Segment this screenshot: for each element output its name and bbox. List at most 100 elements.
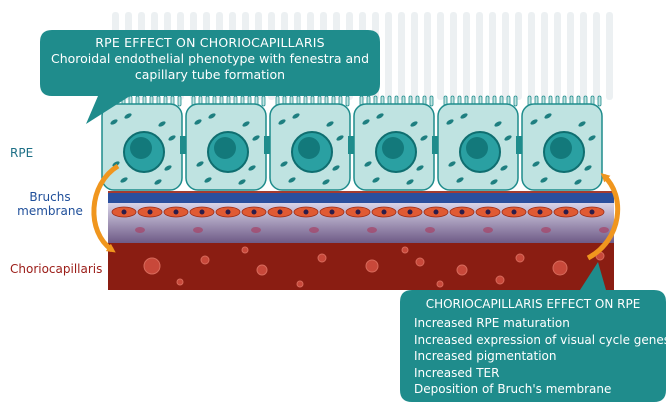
rpe-cell: [522, 96, 602, 190]
vessel-circle: [437, 281, 443, 287]
vessel-circle: [144, 258, 160, 274]
choriocapillaris-effect-callout: CHORIOCAPILLARIS EFFECT ON RPE Increased…: [400, 290, 666, 402]
microvillus: [430, 96, 433, 106]
effect-item: Deposition of Bruch's membrane: [414, 381, 666, 398]
vessel-circle: [297, 281, 303, 287]
rpe-nucleolus: [466, 137, 488, 159]
small-blood-cell: [135, 227, 145, 233]
small-blood-cell: [193, 227, 203, 233]
red-blood-cell-nucleus: [538, 210, 543, 215]
rpe-cell: [354, 96, 440, 190]
effect-item: Increased RPE maturation: [414, 315, 666, 332]
vessel-circle: [402, 247, 408, 253]
vessel-circle: [416, 258, 424, 266]
microvillus: [262, 96, 265, 106]
photoreceptor: [411, 12, 418, 100]
red-blood-cell-nucleus: [226, 210, 231, 215]
small-blood-cell: [599, 227, 609, 233]
choriocapillaris-effect-title: CHORIOCAPILLARIS EFFECT ON RPE: [414, 296, 666, 312]
red-blood-cell-nucleus: [564, 210, 569, 215]
photoreceptor: [515, 12, 522, 100]
photoreceptor: [424, 12, 431, 100]
red-blood-cell-nucleus: [148, 210, 153, 215]
vessel-circle: [177, 279, 183, 285]
red-blood-cell-nucleus: [460, 210, 465, 215]
red-blood-cell-nucleus: [590, 210, 595, 215]
red-blood-cell-nucleus: [304, 210, 309, 215]
red-blood-cell-nucleus: [122, 210, 127, 215]
photoreceptor: [437, 12, 444, 100]
small-blood-cell: [251, 227, 261, 233]
choriocapillaris-effect-list: Increased RPE maturation Increased expre…: [414, 315, 666, 398]
vessel-circle: [457, 265, 467, 275]
vessel-circle: [318, 254, 326, 262]
photoreceptor: [580, 12, 587, 100]
red-blood-cell-nucleus: [200, 210, 205, 215]
rpe-cell: [438, 96, 524, 190]
choriocapillaris-label: Choriocapillaris: [10, 262, 102, 276]
rpe-effect-line-2: capillary tube formation: [40, 67, 380, 83]
photoreceptor: [541, 12, 548, 100]
red-blood-cell-nucleus: [278, 210, 283, 215]
photoreceptor: [385, 12, 392, 100]
red-blood-cell-nucleus: [174, 210, 179, 215]
microvillus: [178, 96, 181, 106]
rpe-effect-callout: RPE EFFECT ON CHORIOCAPILLARIS Choroidal…: [40, 30, 380, 96]
bruchs-label-line-2: membrane: [4, 204, 96, 218]
bruchs-label-line-1: Bruchs: [4, 190, 96, 204]
bruchs-membrane: [108, 192, 614, 203]
red-blood-cell-nucleus: [486, 210, 491, 215]
vessel-circle: [257, 265, 267, 275]
small-blood-cell: [541, 227, 551, 233]
vessel-circle: [553, 261, 567, 275]
vessel-circle: [366, 260, 378, 272]
effect-item: Increased TER: [414, 365, 666, 382]
photoreceptor: [593, 12, 600, 100]
rpe-nucleolus: [382, 137, 404, 159]
photoreceptor: [476, 12, 483, 100]
small-blood-cell: [483, 227, 493, 233]
microvillus: [346, 96, 349, 106]
rpe-nucleolus: [214, 137, 236, 159]
red-blood-cell-nucleus: [512, 210, 517, 215]
red-blood-cell-nucleus: [330, 210, 335, 215]
rpe-effect-line-1: Choroidal endothelial phenotype with fen…: [40, 51, 380, 67]
rpe-cell-layer: [102, 96, 602, 190]
red-blood-cell-nucleus: [408, 210, 413, 215]
red-blood-cell-nucleus: [252, 210, 257, 215]
photoreceptor: [463, 12, 470, 100]
photoreceptor: [489, 12, 496, 100]
microvillus: [598, 96, 601, 106]
bruchs-membrane-cells: [108, 191, 614, 193]
vessel-circle: [496, 276, 504, 284]
rpe-nucleolus: [298, 137, 320, 159]
microvillus: [514, 96, 517, 106]
photoreceptor: [398, 12, 405, 100]
rpe-cell: [186, 96, 272, 190]
bruchs-top-line: [108, 191, 614, 193]
small-blood-cell: [425, 227, 435, 233]
photoreceptor: [606, 12, 613, 100]
photoreceptor: [450, 12, 457, 100]
effect-item: Increased pigmentation: [414, 348, 666, 365]
rpe-nucleolus: [550, 137, 572, 159]
vessel-circle: [201, 256, 209, 264]
vessel-circle: [242, 247, 248, 253]
small-blood-cell: [367, 227, 377, 233]
red-blood-cell-nucleus: [382, 210, 387, 215]
photoreceptor: [554, 12, 561, 100]
small-blood-cell: [309, 227, 319, 233]
vessel-circle: [516, 254, 524, 262]
rpe-label: RPE: [10, 146, 33, 160]
photoreceptor: [528, 12, 535, 100]
red-blood-cell-nucleus: [356, 210, 361, 215]
rpe-effect-title: RPE EFFECT ON CHORIOCAPILLARIS: [40, 35, 380, 51]
photoreceptor: [502, 12, 509, 100]
effect-item: Increased expression of visual cycle gen…: [414, 332, 666, 349]
rpe-nucleolus: [130, 137, 152, 159]
rpe-cell: [102, 96, 188, 190]
bruchs-membrane-label: Bruchs membrane: [4, 190, 96, 218]
photoreceptor: [567, 12, 574, 100]
red-blood-cell-nucleus: [434, 210, 439, 215]
rpe-cell: [270, 96, 356, 190]
